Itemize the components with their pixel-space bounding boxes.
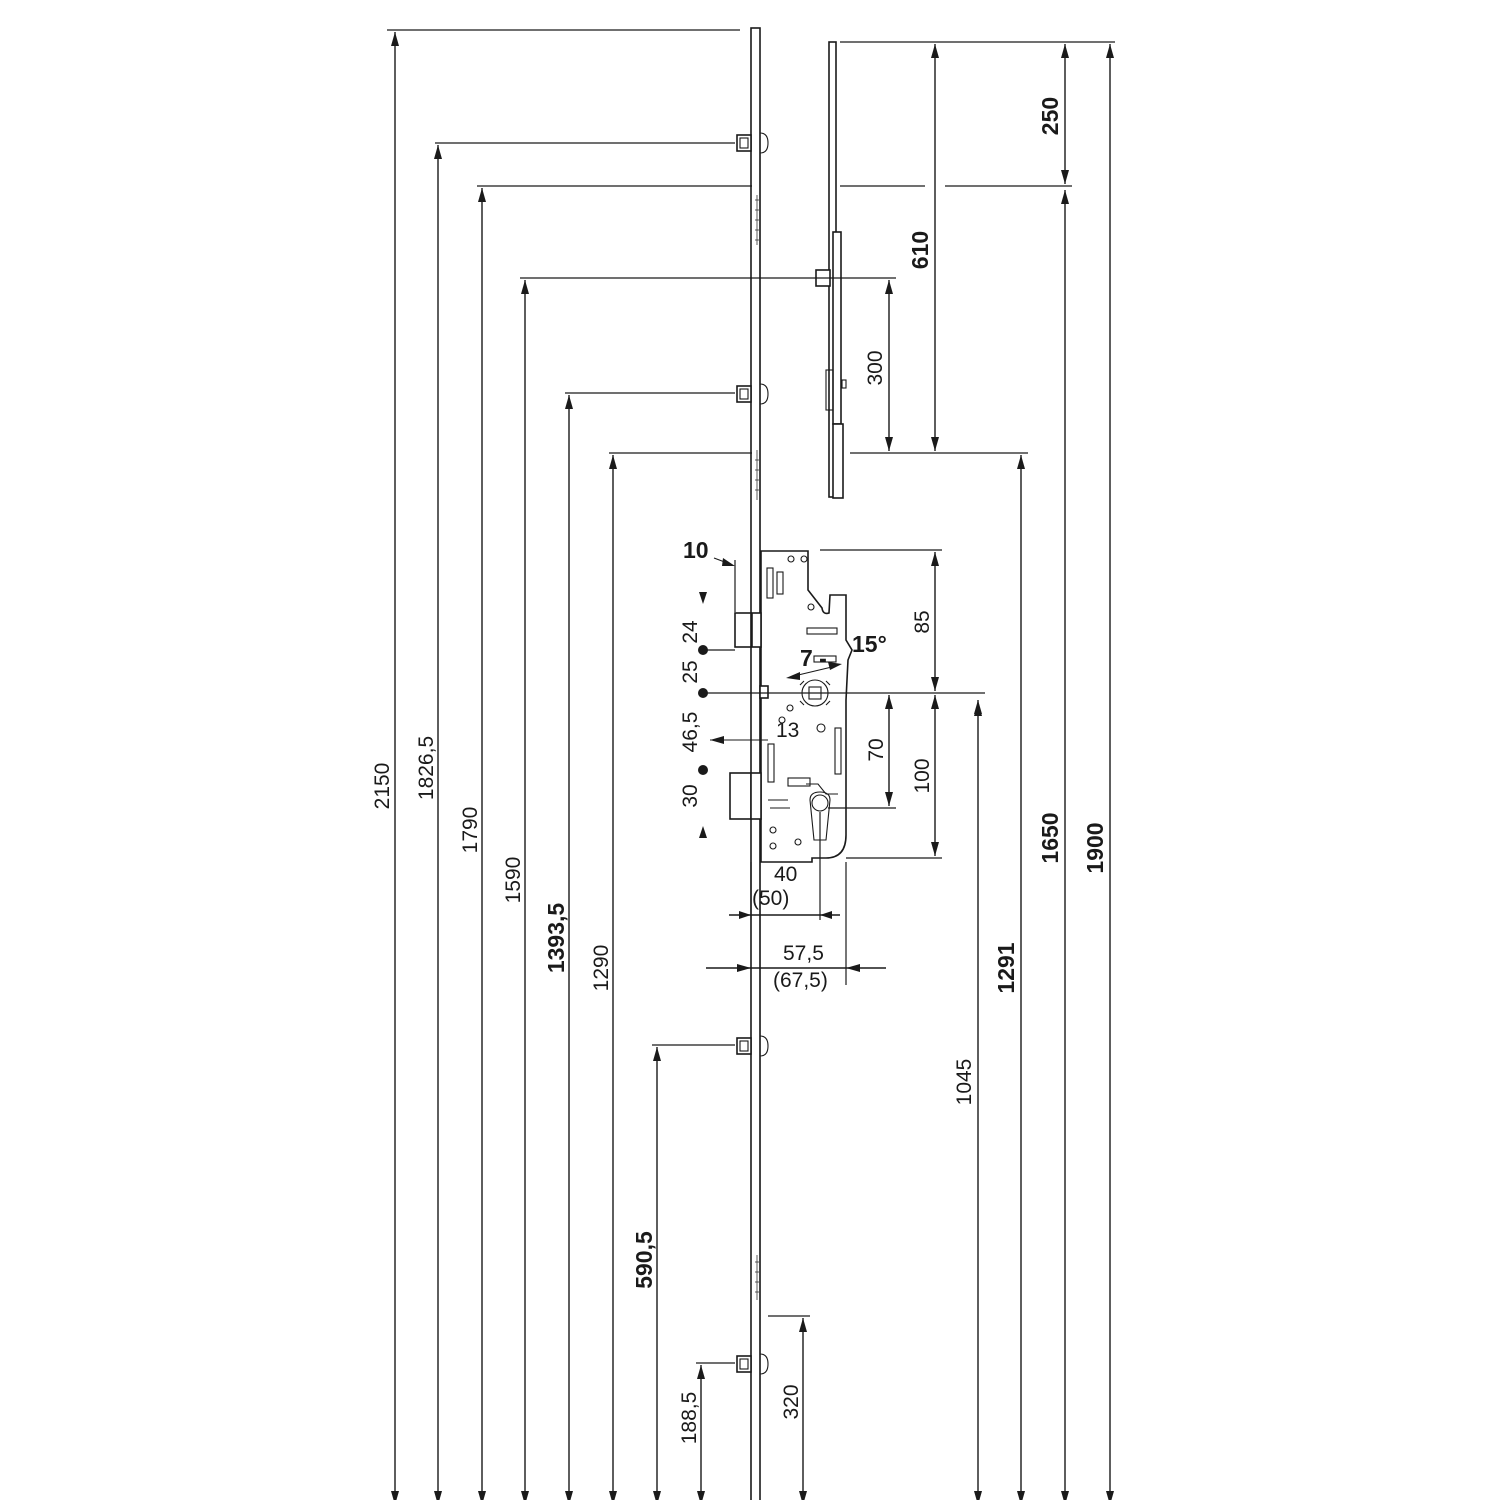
label-1045: 1045 <box>953 1059 976 1106</box>
label-50: (50) <box>752 887 789 910</box>
label-13: 13 <box>776 719 799 742</box>
label-1650: 1650 <box>1037 812 1063 863</box>
label-320: 320 <box>780 1384 803 1419</box>
cylinder-cutout <box>809 791 831 841</box>
locking-pin-2 <box>736 383 769 405</box>
label-15-degree: 15° <box>852 631 887 657</box>
label-85: 85 <box>911 610 934 633</box>
faceplate-hatch-upper <box>755 195 759 245</box>
label-24: 24 <box>679 620 702 644</box>
lock-case <box>729 550 853 863</box>
label-2150: 2150 <box>371 763 394 810</box>
label-30: 30 <box>679 784 702 807</box>
label-1790: 1790 <box>459 807 482 854</box>
label-1291: 1291 <box>993 942 1019 993</box>
upper-extension-plate <box>815 41 847 499</box>
label-100: 100 <box>911 758 934 793</box>
label-1826-5: 1826,5 <box>415 736 438 800</box>
latch-guide <box>759 685 769 699</box>
label-250: 250 <box>1037 97 1063 135</box>
lock-case-details <box>766 555 842 850</box>
dimension-labels: 2150 1826,5 1790 1590 1393,5 1290 590,5 … <box>371 97 1108 1444</box>
lock-case-dimensions <box>698 549 985 985</box>
label-10: 10 <box>683 537 709 563</box>
label-25: 25 <box>679 660 702 683</box>
locking-pin-3 <box>736 1035 769 1057</box>
faceplate-hatch-lower <box>755 1255 759 1300</box>
label-7: 7 - <box>800 645 827 671</box>
label-46-5: 46,5 <box>679 712 702 753</box>
label-610: 610 <box>907 231 933 269</box>
label-40: 40 <box>774 863 797 886</box>
dead-bolt <box>729 772 762 820</box>
locking-pin-1 <box>736 132 769 154</box>
faceplate-hatch-middle <box>755 450 759 500</box>
left-dimensions <box>387 29 896 1500</box>
latch-bolt <box>734 612 762 648</box>
locking-pin-4 <box>736 1353 769 1375</box>
main-faceplate <box>736 27 769 1500</box>
label-1290: 1290 <box>590 945 613 992</box>
label-590-5: 590,5 <box>631 1231 657 1289</box>
label-57-5: 57,5 <box>783 942 824 965</box>
label-300: 300 <box>864 350 887 385</box>
label-1900: 1900 <box>1082 822 1108 873</box>
label-1590: 1590 <box>502 857 525 904</box>
label-67-5: (67,5) <box>773 969 828 992</box>
label-188-5: 188,5 <box>678 1392 701 1445</box>
label-70: 70 <box>865 738 888 761</box>
right-dimensions <box>768 41 1115 1500</box>
label-1393-5: 1393,5 <box>543 903 569 974</box>
